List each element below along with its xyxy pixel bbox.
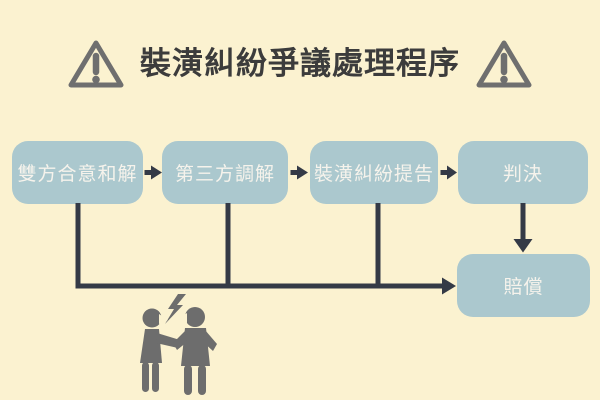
flow-step-judgment: 判決: [458, 141, 588, 204]
elbow-line-to-compensation: [75, 203, 444, 289]
warning-triangle-icon: [68, 40, 124, 88]
arrow-right-icon: [144, 165, 162, 180]
flow-step-settlement: 雙方合意和解: [12, 141, 143, 204]
page-title: 裝潢糾紛爭議處理程序: [140, 46, 460, 82]
warning-triangle-icon: [476, 40, 532, 88]
arguing-people-icon: [140, 294, 217, 395]
arrow-right-icon: [442, 277, 456, 295]
flow-step-lawsuit: 裝潢糾紛提告: [310, 141, 438, 204]
header: 裝潢糾紛爭議處理程序: [0, 38, 600, 90]
arrow-right-icon: [290, 165, 308, 180]
arrow-down-icon: [513, 203, 533, 253]
arrow-right-icon: [440, 165, 457, 180]
flow-outcome-compensation: 賠償: [457, 254, 590, 317]
flow-step-mediation: 第三方調解: [162, 141, 288, 204]
